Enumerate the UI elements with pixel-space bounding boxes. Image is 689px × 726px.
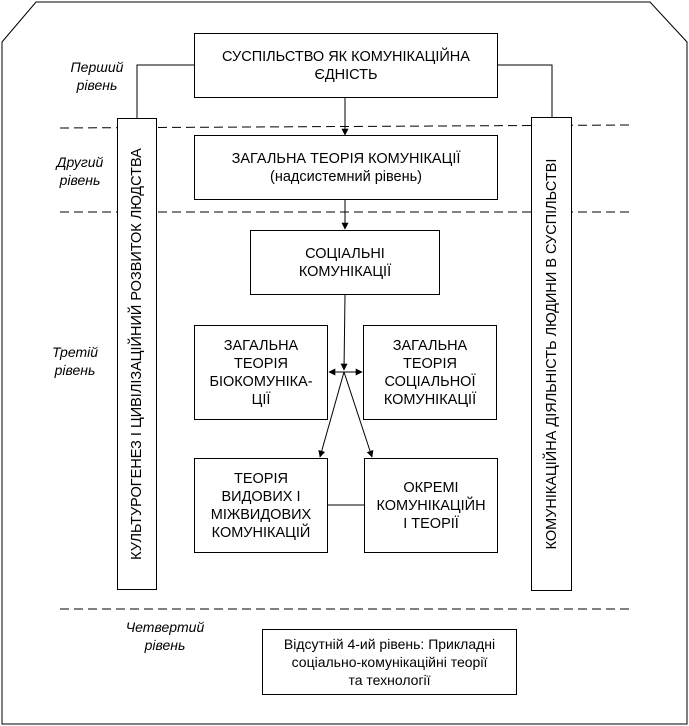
connector-left <box>136 64 194 120</box>
arrow-hub-to-separate <box>343 371 374 458</box>
level-label-second: Другий рівень <box>56 154 104 188</box>
box-species-communication-theory: ТЕОРІЯ ВИДОВИХ І МІЖВИДОВИХ КОМУНІКАЦІЙ <box>194 458 328 553</box>
box-separate-theories: ОКРЕМІ КОМУНІКАЦІЙН І ТЕОРІЇ <box>364 458 498 553</box>
box-society: СУСПІЛЬСТВО ЯК КОМУНІКАЦІЙНА ЄДНІСТЬ <box>194 33 498 98</box>
level-label-first: Перший рівень <box>70 59 124 93</box>
arrow-hub-to-species <box>318 371 345 458</box>
box-general-theory: ЗАГАЛЬНА ТЕОРІЯ КОМУНІКАЦІЇ (надсистемни… <box>194 135 498 200</box>
arrow-social-to-hub <box>340 294 348 371</box>
box-absent-fourth-level: Відсутній 4-ий рівень: Прикладні соціаль… <box>262 629 517 695</box>
connector-right <box>498 64 553 117</box>
level-label-fourth: Четвертий рівень <box>125 619 205 653</box>
vertical-bar-left: КУЛЬТУРОГЕНЕЗ І ЦИВІЛІЗАЦІЙНИЙ РОЗВИТОК … <box>117 118 157 590</box>
level-label-third: Третій рівень <box>51 344 99 378</box>
vertical-bar-right-label: КОМУНІКАЦІЙНА ДІЯЛЬНІСТЬ ЛЮДИНИ В СУСПІЛ… <box>543 158 560 550</box>
box-social-communication-theory: ЗАГАЛЬНА ТЕОРІЯ СОЦІАЛЬНОЇ КОМУНІКАЦІЇ <box>363 325 497 420</box>
vertical-bar-right: КОМУНІКАЦІЙНА ДІЯЛЬНІСТЬ ЛЮДИНИ В СУСПІЛ… <box>531 117 572 591</box>
box-social-communications: СОЦІАЛЬНІ КОМУНІКАЦІЇ <box>250 230 440 295</box>
box-biocommunication-theory: ЗАГАЛЬНА ТЕОРІЯ БІОКОМУНІКА- ЦІЇ <box>194 325 328 420</box>
